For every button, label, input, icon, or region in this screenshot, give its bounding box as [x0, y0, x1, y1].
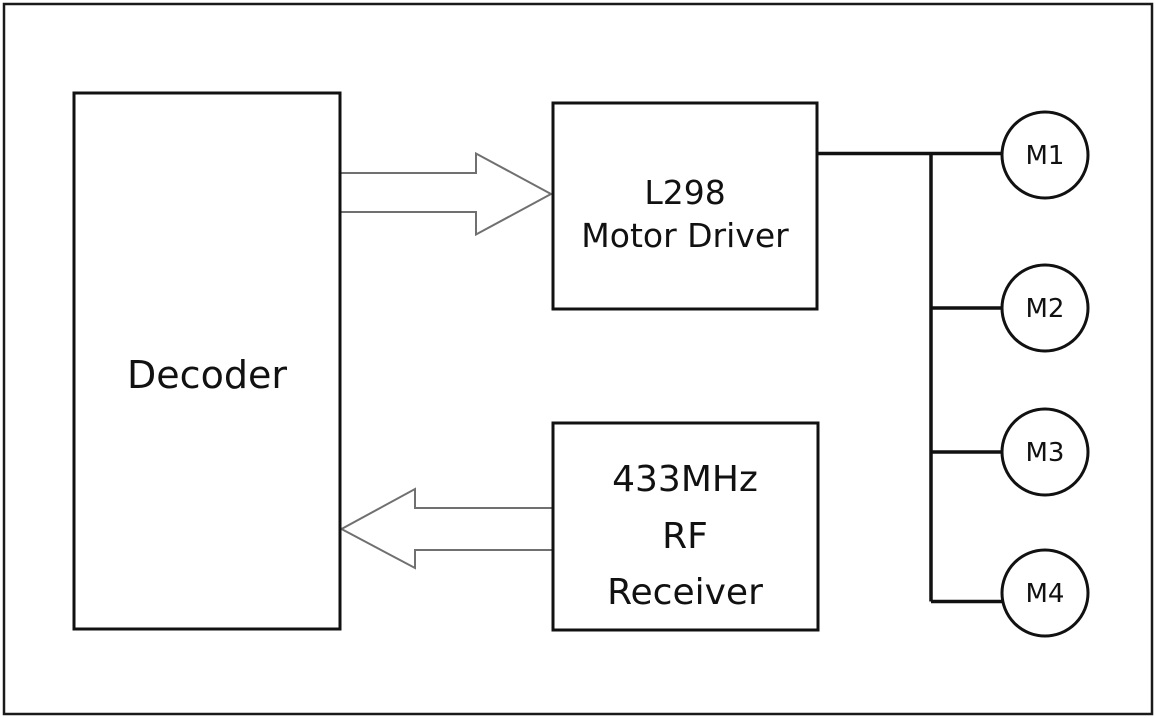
- rf-receiver-label-line3: Receiver: [607, 572, 763, 613]
- rf-receiver-block: [551, 421, 820, 632]
- rf-receiver-label-line1: 433MHz: [612, 459, 758, 500]
- motor-m2-label: M2: [1026, 294, 1065, 324]
- arrow-receiver-to-decoder: [339, 487, 554, 570]
- arrow-decoder-to-driver: [341, 151, 554, 237]
- motor-driver-label-line2: Motor Driver: [581, 216, 789, 255]
- motor-m1-label: M1: [1026, 141, 1065, 171]
- decoder-label: Decoder: [127, 353, 287, 397]
- decoder-block: [72, 91, 342, 631]
- rf-receiver-label-line2: RF: [662, 516, 708, 557]
- motor-driver-label-line1: L298: [644, 173, 725, 212]
- motor-m3-circle: [1000, 407, 1090, 497]
- motor-m4-label: M4: [1026, 579, 1065, 609]
- motor-driver-block: [551, 101, 819, 311]
- motor-m3-label: M3: [1026, 438, 1065, 468]
- motor-m4-circle: [1000, 548, 1090, 638]
- motor-m1-circle: [1000, 110, 1090, 200]
- motor-m2-circle: [1000, 263, 1090, 353]
